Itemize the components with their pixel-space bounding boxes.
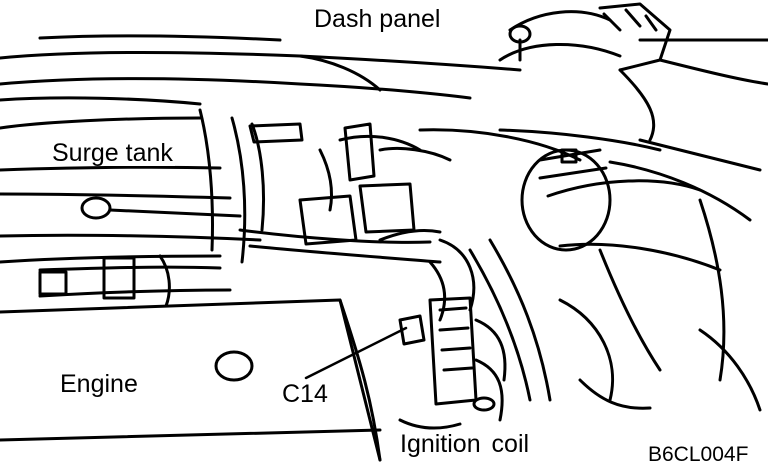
surge-tank xyxy=(0,108,582,264)
engine-block xyxy=(0,298,382,462)
wiring-harness xyxy=(38,228,552,402)
label-surge-tank: Surge tank xyxy=(50,139,175,167)
throttle-body-tube xyxy=(498,128,762,382)
upper-hoses xyxy=(0,34,522,130)
figure-code: B6CL004F xyxy=(646,443,751,466)
label-engine: Engine xyxy=(60,370,138,398)
label-ignition-coil: Ignition coil xyxy=(398,430,532,458)
label-dash-panel: Dash panel xyxy=(312,5,443,33)
c14-leader-line xyxy=(304,326,408,380)
ignition-coil xyxy=(398,296,762,430)
label-c14: C14 xyxy=(280,380,330,408)
motor-assembly xyxy=(498,2,768,142)
